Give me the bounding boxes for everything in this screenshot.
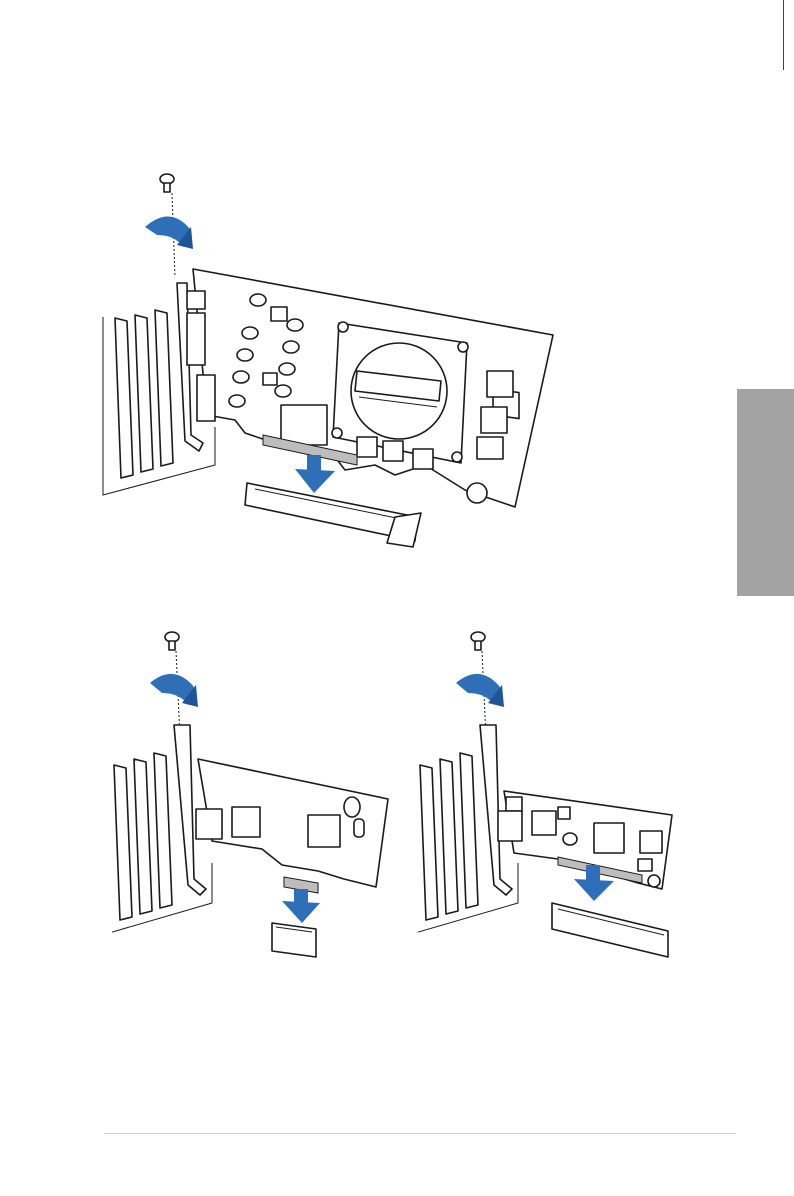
pci-card-installation <box>418 627 680 962</box>
chassis-slots <box>115 310 173 478</box>
graphics-card-installation <box>95 165 565 560</box>
rotate-arrow-icon <box>150 674 198 707</box>
pcie-x16-slot <box>245 483 421 547</box>
screw-icon <box>160 174 174 192</box>
down-arrow-icon <box>295 455 335 493</box>
footer-rule <box>104 1133 736 1134</box>
gpu-card-icon <box>95 165 565 560</box>
rotate-arrow-icon <box>145 216 193 249</box>
trim-mark <box>783 0 784 70</box>
pcie-x1-slot <box>272 923 316 957</box>
chassis-slots <box>420 753 478 920</box>
chassis-slots <box>114 753 172 920</box>
pci-slot <box>552 903 668 957</box>
chapter-side-tab <box>737 389 794 596</box>
pci-card-icon <box>418 627 680 962</box>
down-arrow-icon <box>282 889 320 923</box>
pcie-x1-card-icon <box>112 627 394 962</box>
pcie-x1-card-installation <box>112 627 394 962</box>
rotate-arrow-icon <box>456 674 504 707</box>
screw-icon <box>165 632 179 650</box>
screw-icon <box>471 632 485 650</box>
